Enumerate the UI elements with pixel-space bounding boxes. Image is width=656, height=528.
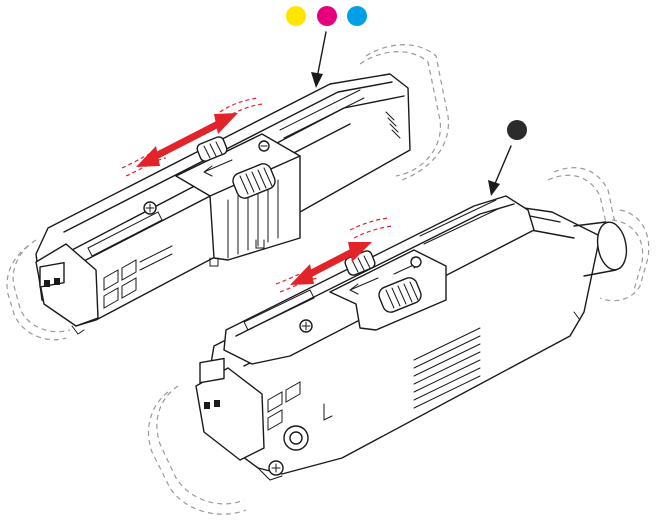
black-dot-icon xyxy=(507,120,527,140)
cyan-dot-icon xyxy=(347,6,367,26)
pointer-arrow-icon xyxy=(488,145,512,196)
magenta-dot-icon xyxy=(317,6,337,26)
double-headed-arrow-icon xyxy=(121,97,263,177)
yellow-dot-icon xyxy=(286,6,306,26)
color-markers xyxy=(286,6,367,26)
double-headed-arrow-icon xyxy=(275,217,393,293)
color-toner-cartridge-icon xyxy=(6,44,449,341)
black-toner-drum-cartridge-icon xyxy=(147,167,650,515)
pointer-arrow-icon xyxy=(311,31,327,88)
black-marker xyxy=(488,120,527,196)
